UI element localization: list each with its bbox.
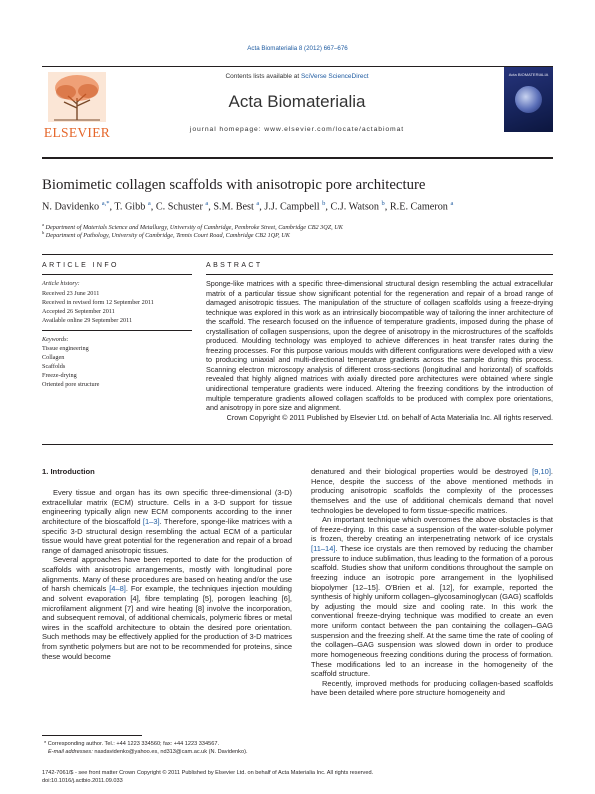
paragraph-text: denatured and their biological propertie… [311, 467, 533, 476]
affiliation-mark: b [42, 230, 45, 235]
citation-link[interactable]: [1–3] [142, 516, 160, 526]
keyword: Collagen [42, 354, 65, 361]
keyword: Oriented pore structure [42, 381, 100, 388]
keyword: Scaffolds [42, 363, 66, 370]
affiliation-a: a Department of Materials Science and Me… [42, 222, 553, 231]
affiliation-b: b Department of Pathology, University of… [42, 230, 553, 239]
keyword: Tissue engineering [42, 345, 89, 352]
masthead-center: Contents lists available at SciVerse Sci… [140, 70, 454, 142]
right-column: denatured and their biological propertie… [311, 467, 553, 698]
email-note: E-mail addresses: nasdavidenko@yahoo.es,… [48, 748, 298, 756]
author-affiliation-mark[interactable]: a [147, 200, 151, 207]
paragraph: Recently, improved methods for producing… [311, 679, 553, 698]
affiliation-mark: a [42, 222, 44, 227]
section-heading-introduction: 1. Introduction [42, 467, 95, 476]
affiliation-text: Department of Pathology, University of C… [45, 232, 290, 240]
contents-line: Contents lists available at SciVerse Sci… [140, 73, 454, 80]
author-affiliation-mark[interactable]: a [205, 200, 209, 207]
history-item: Received 23 June 2011 [42, 290, 100, 297]
citation-link[interactable]: [4–8] [109, 584, 126, 594]
article-info-heading: ARTICLE INFO [42, 262, 119, 269]
email-label: E-mail addresses: [48, 749, 93, 755]
author: J.J. Campbell [264, 201, 320, 213]
journal-cover-image[interactable]: Acta BIOMATERIALIA [504, 66, 553, 132]
abstract-text: Sponge-like matrices with a specific thr… [206, 279, 553, 413]
abstract-heading-rule [206, 274, 553, 275]
paragraph: Every tissue and organ has its own speci… [42, 488, 292, 555]
history-item: Accepted 26 September 2011 [42, 308, 115, 315]
sciencedirect-link[interactable]: SciVerse ScienceDirect [300, 73, 369, 80]
doi-link[interactable]: doi:10.1016/j.actbio.2011.09.033 [42, 778, 123, 784]
footnote-rule [42, 735, 142, 736]
paragraph: An important technique which overcomes t… [311, 515, 553, 679]
elsevier-tree-icon [48, 72, 106, 122]
history-item: Available online 29 September 2011 [42, 317, 133, 324]
keyword-list: Tissue engineering Collagen Scaffolds Fr… [42, 344, 202, 389]
paragraph-text: . Therefore, sponge-like matrices with a… [42, 516, 293, 555]
affiliation-text: Department of Materials Science and Meta… [45, 224, 343, 232]
history-item: Received in revised form 12 September 20… [42, 299, 154, 306]
header-top-rule [42, 66, 553, 67]
author: C.J. Watson [330, 201, 379, 213]
abstract-heading: ABSTRACT [206, 262, 263, 269]
journal-title: Acta Biomaterialia [228, 92, 366, 111]
abstract-copyright: Crown Copyright © 2011 Published by Else… [226, 412, 553, 422]
author-affiliation-mark[interactable]: a [256, 200, 260, 207]
keyword: Freeze-drying [42, 372, 77, 379]
info-heading-rule [42, 274, 192, 275]
paragraph-text: . Hence, despite the success of the abov… [311, 467, 553, 515]
author-list: N. Davidenko a,*, T. Gibb a, C. Schuster… [42, 200, 454, 213]
journal-masthead: ELSEVIER Contents lists available at Sci… [42, 66, 553, 142]
contents-prefix: Contents lists available at [225, 73, 301, 80]
author: T. Gibb [114, 201, 146, 213]
elsevier-logo[interactable]: ELSEVIER [42, 70, 112, 142]
article-title: Biomimetic collagen scaffolds with aniso… [42, 177, 426, 193]
paragraph: Several approaches have been reported to… [42, 555, 292, 661]
paragraph-text: An important technique which overcomes t… [311, 515, 553, 544]
abstract-bottom-rule [42, 444, 553, 445]
journal-homepage[interactable]: journal homepage: www.elsevier.com/locat… [189, 126, 405, 133]
citation-link[interactable]: [9,10] [532, 467, 551, 476]
article-history-label: Article history: [42, 280, 80, 287]
author: N. Davidenko [42, 201, 100, 213]
author-affiliation-mark[interactable]: a,* [101, 200, 110, 207]
cover-graphic [515, 86, 542, 113]
publisher-logo-text: ELSEVIER [43, 125, 111, 140]
paragraph-text: Recently, improved methods for producing… [311, 678, 553, 698]
keywords-label: Keywords: [42, 336, 69, 343]
citation-link[interactable]: [11–14] [311, 544, 336, 553]
author: S.M. Best [213, 201, 254, 213]
paragraph-text: Several approaches have been reported to… [42, 555, 292, 594]
left-column: Every tissue and organ has its own speci… [42, 488, 292, 661]
paragraph: denatured and their biological propertie… [311, 467, 553, 515]
paragraph-text: . These ice crystals are then removed by… [311, 544, 553, 679]
corresponding-author-note: * Corresponding author. Tel.: +44 1223 3… [44, 741, 219, 747]
issn-line: 1742-7061/$ - see front matter Crown Cop… [42, 770, 374, 776]
info-top-rule [42, 254, 553, 255]
abstract-body: Sponge-like matrices with a specific thr… [206, 279, 553, 422]
info-divider-rule [42, 330, 192, 331]
author-affiliation-mark[interactable]: b [322, 200, 326, 207]
author-affiliation-mark[interactable]: b [381, 200, 385, 207]
cover-title: Acta BIOMATERIALIA [508, 72, 549, 77]
paragraph-text: . For example, the techniques injection … [42, 584, 292, 661]
paragraph-text: Every tissue and organ has its own speci… [42, 488, 292, 526]
header-bottom-rule [42, 157, 553, 159]
author: R.E. Cameron [389, 201, 448, 213]
journal-reference[interactable]: Acta Biomaterialia 8 (2012) 667–676 [247, 45, 348, 52]
email-addresses[interactable]: nasdavidenko@yahoo.es, nd313@cam.ac.uk (… [94, 749, 248, 755]
author: C. Schuster [155, 201, 203, 213]
article-history: Received 23 June 2011 Received in revise… [42, 289, 202, 325]
author-affiliation-mark[interactable]: a [450, 200, 454, 207]
